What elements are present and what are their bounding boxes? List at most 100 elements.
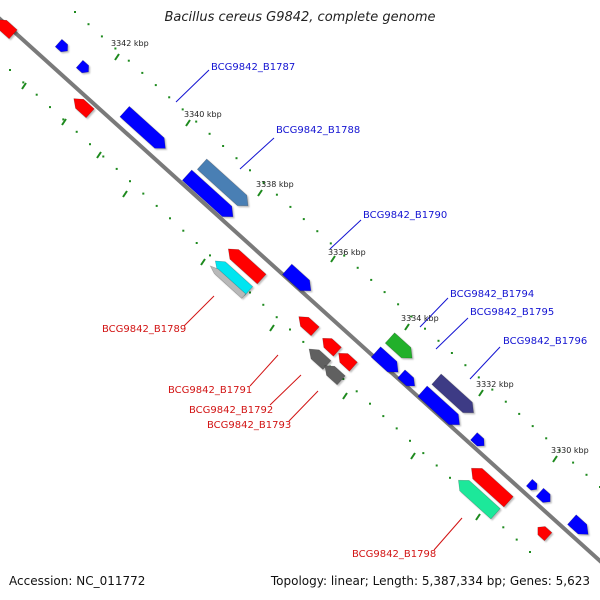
gene-label-bcg9842-b1790[interactable]: BCG9842_B1790 bbox=[363, 210, 447, 221]
tick-label: 3334 kbp bbox=[401, 314, 439, 323]
tick-label: 3342 kbp bbox=[111, 39, 149, 48]
tick-mark bbox=[257, 189, 263, 197]
guide-dot bbox=[464, 364, 467, 367]
gene-feature bbox=[298, 316, 320, 337]
tick-label: 3336 kbp bbox=[328, 248, 366, 257]
guide-dot bbox=[169, 217, 171, 220]
guide-dot bbox=[155, 204, 158, 207]
leader-line bbox=[329, 219, 362, 250]
tick-label: 3340 kbp bbox=[184, 110, 222, 119]
tick-mark bbox=[552, 455, 558, 463]
guide-dot bbox=[395, 427, 398, 430]
gene-label-bcg9842-b1792[interactable]: BCG9842_B1792 bbox=[189, 405, 273, 416]
gene-label-bcg9842-b1791[interactable]: BCG9842_B1791 bbox=[168, 385, 252, 396]
tick-label: 3330 kbp bbox=[551, 446, 589, 455]
guide-dot bbox=[142, 192, 145, 195]
guide-dot bbox=[491, 388, 494, 391]
leader-line bbox=[433, 517, 463, 551]
guide-dot bbox=[450, 352, 453, 354]
guide-dot bbox=[275, 316, 278, 319]
tick-label: 3332 kbp bbox=[476, 380, 514, 389]
gene-feature bbox=[417, 385, 460, 426]
guide-dot bbox=[129, 180, 131, 183]
leader-line bbox=[249, 354, 279, 387]
tick-mark bbox=[404, 323, 410, 331]
guide-dot bbox=[409, 439, 411, 442]
guide-dot bbox=[518, 412, 521, 415]
guide-dot bbox=[114, 47, 117, 50]
guide-dot bbox=[424, 327, 426, 330]
guide-dot bbox=[209, 254, 211, 257]
guide-dot bbox=[222, 145, 225, 147]
guide-dot bbox=[329, 242, 332, 245]
gene-label-bcg9842-b1793[interactable]: BCG9842_B1793 bbox=[207, 420, 291, 431]
guide-dot bbox=[262, 303, 265, 306]
gene-feature bbox=[209, 265, 247, 299]
guide-dot bbox=[275, 193, 278, 196]
tick-mark bbox=[475, 513, 481, 521]
guide-dot bbox=[572, 461, 575, 464]
guide-dot bbox=[74, 11, 76, 13]
guide-dot bbox=[502, 526, 505, 529]
guide-dot bbox=[302, 218, 305, 221]
leader-line bbox=[469, 346, 501, 380]
guide-dot bbox=[182, 229, 185, 232]
guide-dot bbox=[545, 437, 548, 440]
guide-dot bbox=[437, 339, 440, 342]
gene-labels: BCG9842_B1787 BCG9842_B1788 BCG9842_B179… bbox=[102, 62, 587, 560]
guide-dot bbox=[383, 291, 386, 294]
guide-dot bbox=[235, 157, 238, 160]
gene-feature bbox=[535, 487, 551, 503]
gene-label-bcg9842-b1789[interactable]: BCG9842_B1789 bbox=[102, 324, 186, 335]
guide-dot bbox=[342, 378, 345, 380]
guide-dot bbox=[35, 93, 38, 96]
map-title: Bacillus cereus G9842, complete genome bbox=[164, 10, 436, 25]
guide-dot bbox=[382, 415, 385, 418]
guide-dot bbox=[168, 96, 171, 99]
tick-mark bbox=[269, 324, 275, 332]
guide-dot bbox=[195, 120, 198, 123]
guide-dot bbox=[356, 266, 359, 269]
gene-feature bbox=[73, 98, 95, 119]
guide-dot bbox=[316, 230, 319, 233]
guide-dot bbox=[89, 143, 91, 146]
gene-feature bbox=[214, 260, 254, 296]
guide-dot bbox=[343, 254, 346, 257]
guide-dot bbox=[370, 278, 373, 281]
tick-mark bbox=[478, 389, 484, 397]
guide-dot bbox=[100, 35, 103, 38]
guide-dot bbox=[87, 23, 90, 26]
guide-dot bbox=[75, 130, 78, 133]
gene-feature bbox=[338, 352, 358, 372]
label-leader-lines bbox=[175, 69, 501, 551]
guide-dot bbox=[369, 402, 371, 405]
tick-mark bbox=[185, 119, 191, 127]
tick-mark bbox=[96, 151, 102, 159]
gene-feature bbox=[75, 59, 90, 74]
gene-feature bbox=[471, 467, 514, 508]
gene-feature bbox=[431, 373, 474, 414]
gene-label-bcg9842-b1795[interactable]: BCG9842_B1795 bbox=[470, 307, 554, 318]
gene-label-bcg9842-b1788[interactable]: BCG9842_B1788 bbox=[276, 125, 360, 136]
gene-feature bbox=[324, 365, 346, 386]
gene-label-bcg9842-b1798[interactable]: BCG9842_B1798 bbox=[352, 549, 436, 560]
accession-text: Accession: NC_011772 bbox=[9, 574, 146, 588]
guide-dot bbox=[154, 84, 157, 87]
guide-dot bbox=[558, 449, 561, 452]
guide-dot bbox=[195, 242, 198, 244]
guide-dot bbox=[449, 476, 451, 479]
gene-feature bbox=[525, 478, 538, 491]
leader-line bbox=[183, 295, 215, 327]
gene-feature bbox=[537, 526, 553, 542]
gene-feature bbox=[322, 337, 342, 357]
guide-dot bbox=[289, 328, 291, 331]
gene-label-bcg9842-b1796[interactable]: BCG9842_B1796 bbox=[503, 336, 587, 347]
gene-label-bcg9842-b1794[interactable]: BCG9842_B1794 bbox=[450, 289, 534, 300]
tick-mark bbox=[21, 82, 27, 90]
gene-feature bbox=[119, 105, 166, 149]
gene-feature bbox=[384, 332, 413, 359]
gene-label-bcg9842-b1787[interactable]: BCG9842_B1787 bbox=[211, 62, 295, 73]
guide-dot bbox=[262, 181, 265, 184]
guide-dot bbox=[397, 303, 400, 306]
